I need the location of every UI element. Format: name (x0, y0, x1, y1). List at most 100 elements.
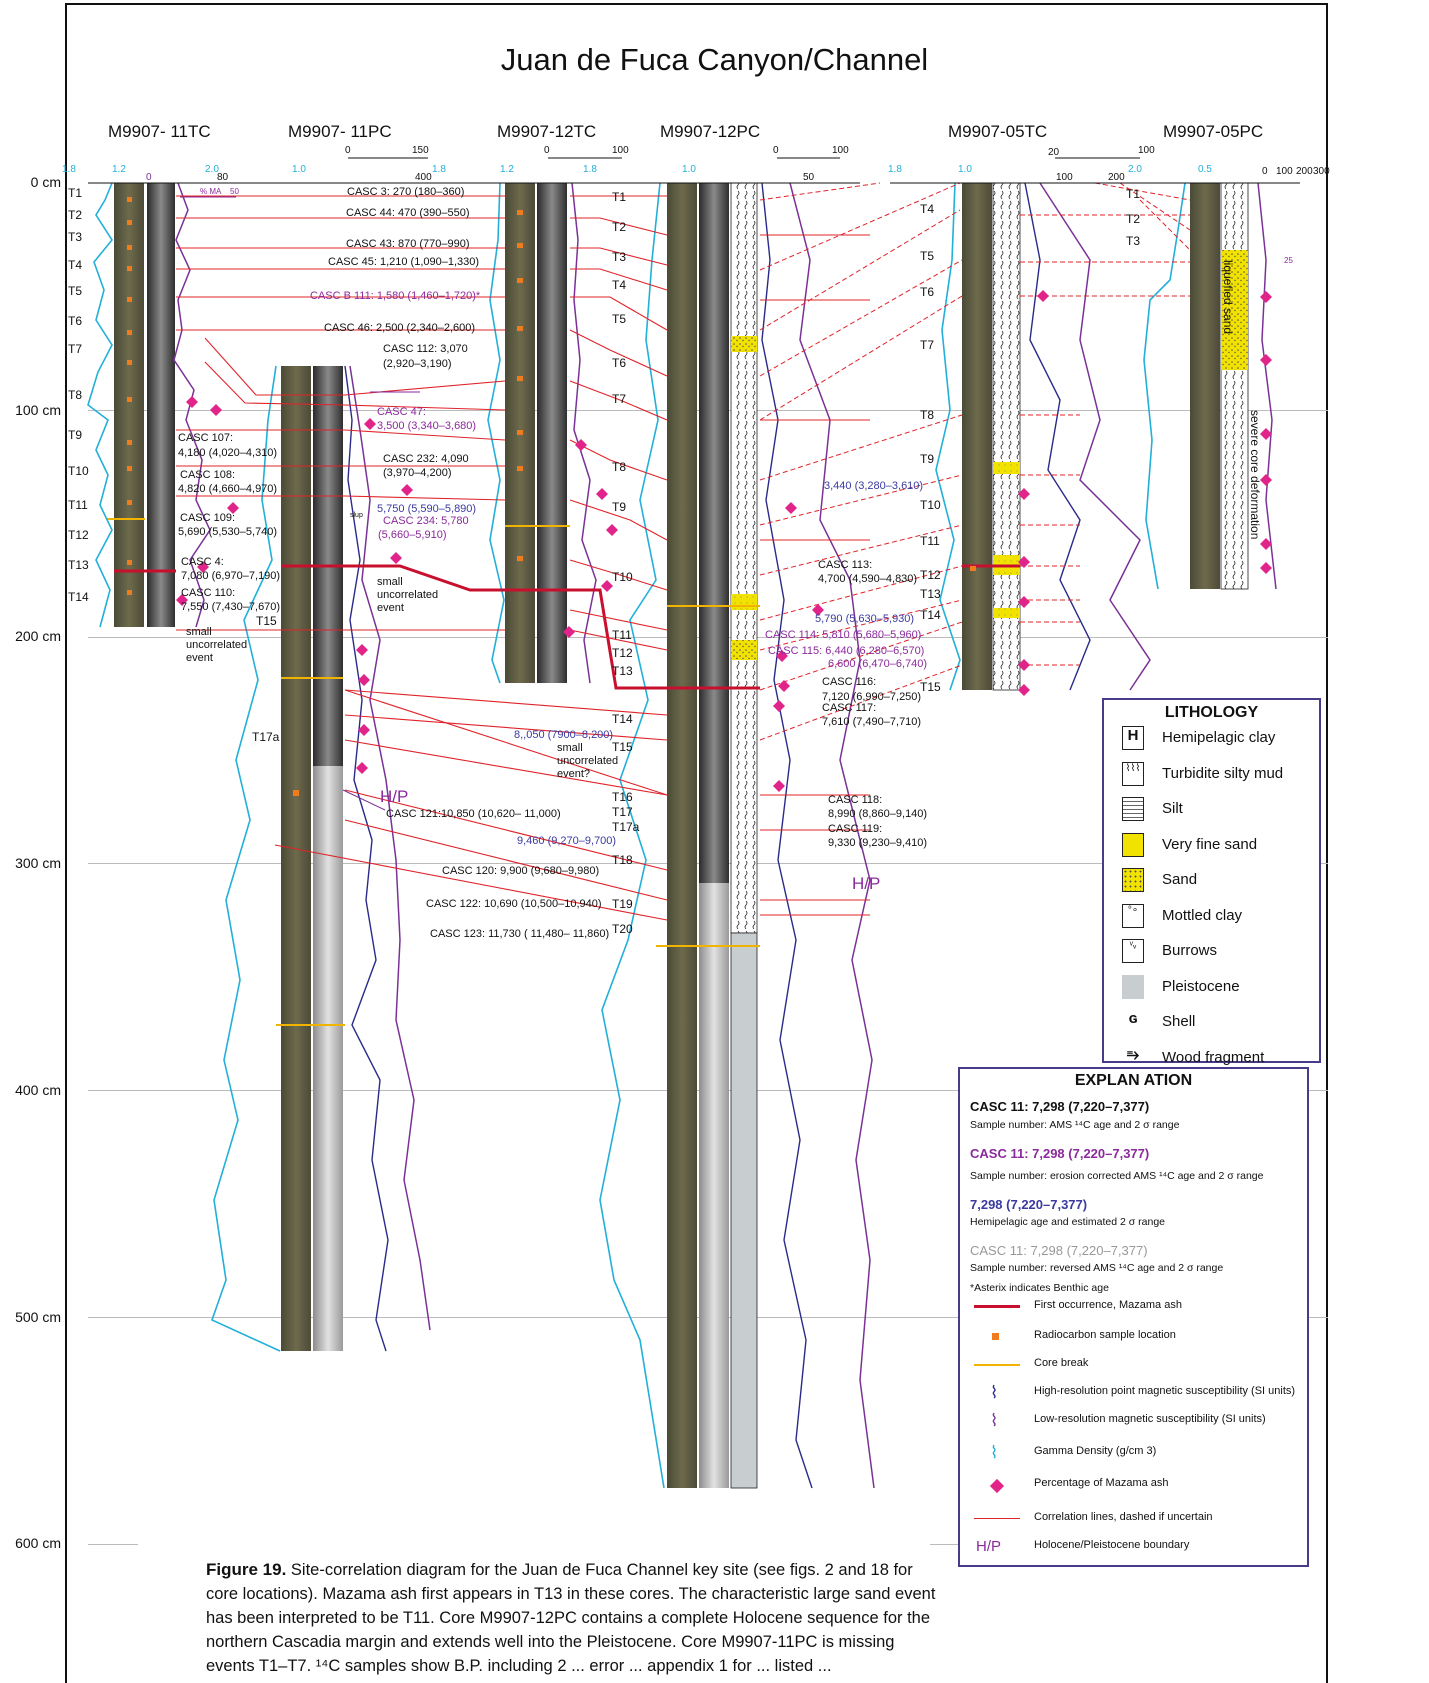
explanation-label: First occurrence, Mazama ash (1034, 1299, 1182, 1311)
hp-boundary-label: H/P (852, 874, 881, 893)
explanation-age-blue-desc: Hemipelagic age and estimated 2 σ range (970, 1216, 1166, 1228)
event-label: T3 (1126, 234, 1141, 248)
age-label: 5,750 (5,590–5,890) (377, 503, 477, 515)
gamma-icon: ⌇ (990, 1443, 999, 1462)
depth-label: 600 cm (15, 1535, 61, 1551)
event-label: T8 (920, 408, 935, 422)
age-label: CASC 44: 470 (390–550) (346, 207, 470, 219)
age-label: CASC 120: 9,900 (9,680–9,980) (442, 865, 600, 877)
age-label: CASC 112: 3,070 (383, 343, 468, 355)
ms-tick: 200 (1108, 172, 1125, 183)
event-label: T3 (68, 230, 83, 244)
gamma-tick: 1.8 (432, 164, 446, 175)
age-label: CASC 115: 6,440 (6,280–6,570) (768, 645, 925, 657)
lithology-label: Shell (1162, 1013, 1196, 1030)
event-label: T4 (68, 258, 83, 272)
core-name-12pc: M9907-12PC (660, 122, 761, 141)
event-label: T11 (612, 628, 632, 642)
event-label: T9 (920, 452, 935, 466)
event-label: T12 (920, 568, 941, 582)
event-label: T15 (920, 680, 941, 694)
event-label: T18 (612, 853, 633, 867)
mazama-line-icon (974, 1305, 1020, 1308)
event-label: T17a (612, 820, 640, 834)
age-label: 5,690 (5,530–5,740) (178, 526, 278, 538)
event-label: T7 (612, 392, 627, 406)
ms-tick: 100 (1276, 166, 1293, 177)
explanation-age-black: CASC 11: 7,298 (7,220–7,377) (970, 1099, 1150, 1114)
age-label: CASC 109: (180, 512, 236, 524)
event-label: T5 (68, 284, 83, 298)
ms-tick: 300 (1313, 166, 1330, 177)
explanation-age-purple-desc: Sample number: erosion corrected AMS ¹⁴C… (970, 1170, 1264, 1182)
event-label: T14 (68, 590, 89, 604)
core-12tc (487, 182, 597, 684)
explanation-label: Percentage of Mazama ash (1034, 1477, 1169, 1489)
age-label: CASC B 111: 1,580 (1,460–1,720)* (310, 290, 481, 302)
lithology-label: Hemipelagic clay (1162, 729, 1276, 746)
core-11tc (87, 182, 211, 628)
ms-tick: 400 (415, 172, 432, 183)
lithology-label: Sand (1162, 871, 1198, 888)
age-label: CASC 119: (828, 823, 883, 835)
lithology-label: Mottled clay (1162, 906, 1243, 924)
explanation-age-grey: CASC 11: 7,298 (7,220–7,377) (970, 1243, 1148, 1258)
ms-tick: 0 (1262, 166, 1268, 177)
age-label: CASC 118: (828, 794, 883, 806)
age-label: 7,120 (6,990–7,250) (822, 691, 922, 703)
ms-tick: 100 (1138, 145, 1155, 156)
event-label: T2 (68, 208, 83, 222)
gamma-tick: 1.0 (292, 164, 306, 175)
age-label: 9,460 (9,270–9,700) (517, 835, 617, 847)
event-label: T11 (68, 498, 88, 512)
age-label: CASC 121:10,850 (10,620– 11,000) (386, 808, 561, 820)
wood-swatch-icon: ⥱ (1126, 1045, 1139, 1063)
hp-boundary-label: H/P (380, 787, 409, 806)
mazama-ash-percentage (176, 290, 1272, 792)
ms-tick: 100 (612, 145, 629, 156)
ms-tick: 0 (544, 145, 550, 156)
hp-marker-line (342, 789, 386, 811)
gamma-tick: 2.0 (1128, 164, 1142, 175)
ms-tick: 150 (412, 145, 429, 156)
pleistocene-swatch-icon (1122, 974, 1144, 999)
pct-tick: 25 (1284, 256, 1293, 265)
age-label: CASC 110: (181, 587, 236, 599)
event-label: T14 (920, 608, 941, 622)
scale-bars (88, 157, 1300, 393)
ms-tick: 20 (1048, 147, 1060, 158)
age-label: 3,440 (3,280–3,610) (824, 480, 924, 492)
figure-frame (65, 3, 1328, 1683)
core-break-icon (974, 1364, 1020, 1366)
ms-tick: 100 (832, 145, 849, 156)
lithology-label: Silt (1162, 800, 1183, 817)
age-label: CASC 4: (181, 556, 224, 568)
event-label: T15 (612, 740, 633, 754)
depth-label: 100 cm (15, 402, 61, 418)
lithology-label: Very fine sand (1162, 835, 1258, 853)
h-swatch-icon: H (1122, 726, 1144, 750)
age-label: CASC 47: (377, 406, 426, 418)
core-name-11pc: M9907- 11PC (288, 122, 392, 141)
age-label: CASC 116: (822, 676, 877, 688)
explanation-legend: EXPLAN ATION CASC 11: 7,298 (7,220–7,377… (958, 1067, 1309, 1567)
age-label: CASC 123: 11,730 ( 11,480– 11,860) (430, 928, 610, 940)
correlation-lines (176, 195, 870, 921)
event-label: T6 (920, 285, 935, 299)
gamma-tick: 1.8 (888, 164, 902, 175)
caption-text: Site-correlation diagram for the Juan de… (206, 1561, 936, 1675)
event-label: T19 (612, 897, 633, 911)
event-label: T5 (612, 312, 627, 326)
lithology-label: Wood fragment (1162, 1048, 1265, 1066)
pct-tick: % MA (200, 187, 222, 196)
burrows-swatch-icon: ᵛᵥ (1122, 939, 1144, 963)
explanation-label: Correlation lines, dashed if uncertain (1034, 1511, 1213, 1523)
ms-tick: 50 (803, 172, 815, 183)
event-label: T3 (612, 250, 627, 264)
event-label: T9 (612, 500, 627, 514)
pct-tick: 50 (230, 187, 239, 196)
age-label: 6,600 (6,470–6,740) (828, 658, 928, 670)
ms-tick: 100 (1056, 172, 1073, 183)
event-label: T6 (612, 356, 627, 370)
